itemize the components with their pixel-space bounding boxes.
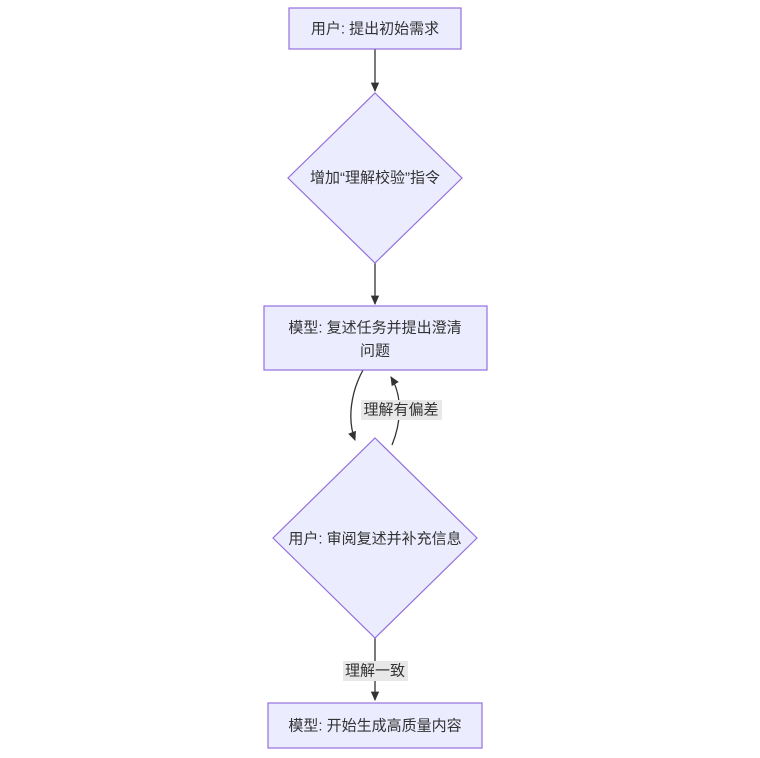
edge-label-misaligned-bg [361, 400, 442, 420]
node-add-check-instruction-diamond [287, 92, 463, 264]
edge-label-aligned: 理解一致 [343, 661, 408, 681]
node-model-generate-box [267, 702, 483, 749]
node-user-review-diamond [272, 437, 478, 639]
node-user-review-label: 用户: 审阅复述并补充信息 [288, 530, 461, 548]
node-model-restate-box [263, 305, 488, 371]
node-model-restate-label-line1: 模型: 复述任务并提出澄清 [288, 319, 461, 337]
edge-label-aligned-bg [343, 661, 408, 681]
edge-restate-to-review [348, 369, 364, 441]
edge-label-aligned-text: 理解一致 [345, 663, 405, 680]
node-add-check-instruction: 增加“理解校验”指令 [287, 92, 463, 264]
edge-label-misaligned-text: 理解有偏差 [363, 402, 438, 419]
node-model-restate-label-line2: 问题 [360, 343, 390, 360]
node-model-generate: 模型: 开始生成高质量内容 [267, 702, 483, 749]
node-model-restate: 模型: 复述任务并提出澄清 问题 [263, 305, 488, 371]
node-user-request-label: 用户: 提出初始需求 [311, 21, 439, 38]
node-model-generate-label: 模型: 开始生成高质量内容 [288, 718, 461, 735]
node-user-request: 用户: 提出初始需求 [288, 7, 462, 50]
node-add-check-instruction-label: 增加“理解校验”指令 [310, 170, 440, 187]
edge-label-misaligned: 理解有偏差 [361, 400, 442, 420]
node-user-review: 用户: 审阅复述并补充信息 [272, 437, 478, 639]
node-user-request-box [288, 7, 462, 50]
